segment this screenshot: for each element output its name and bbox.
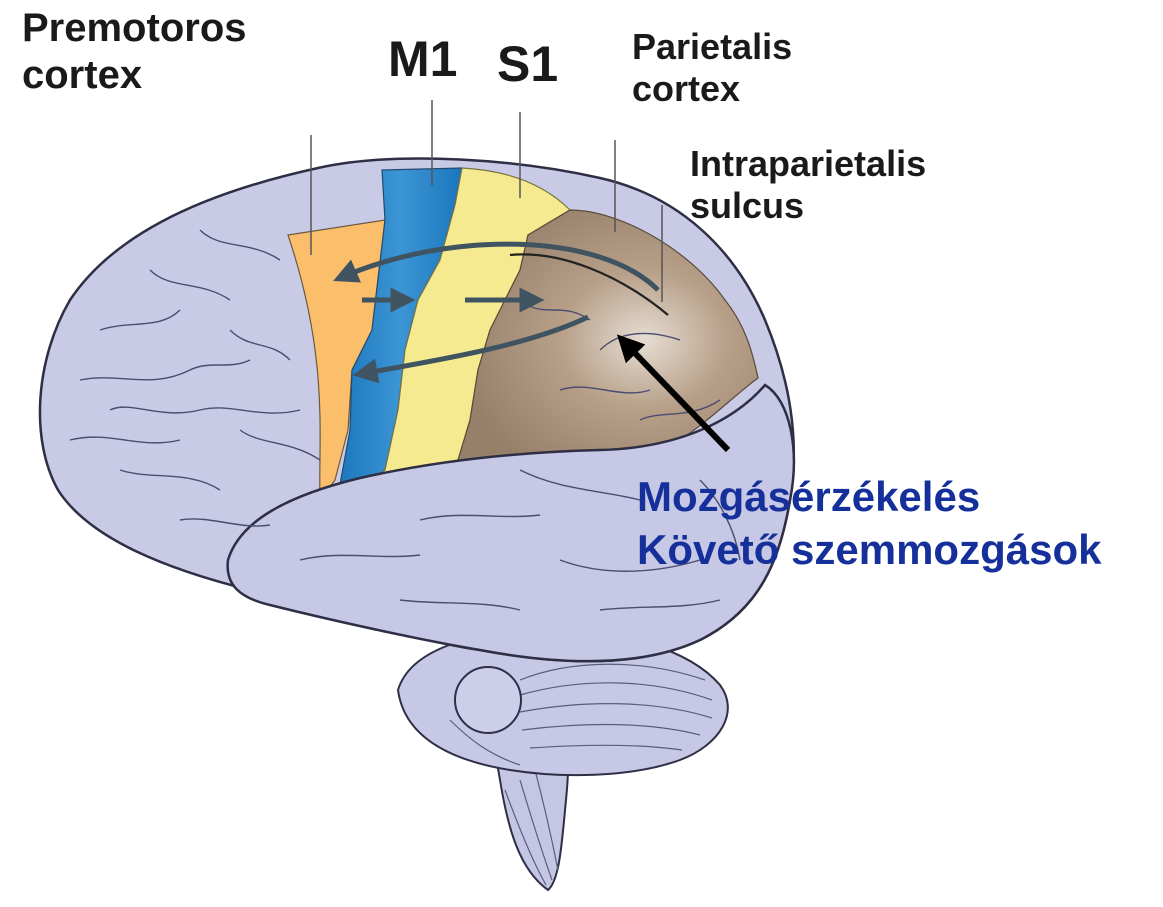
label-premotor-line1: Premotoros bbox=[22, 5, 247, 52]
label-parietal-line1: Parietalis bbox=[632, 26, 792, 68]
pons bbox=[455, 667, 521, 733]
label-intraparietal-sulcus: Intraparietalis sulcus bbox=[690, 143, 926, 228]
label-s1: S1 bbox=[497, 35, 558, 94]
label-ips-line1: Intraparietalis bbox=[690, 143, 926, 185]
label-parietal-line2: cortex bbox=[632, 68, 792, 110]
label-function-line1: Mozgásérzékelés bbox=[637, 470, 1101, 523]
label-ips-line2: sulcus bbox=[690, 185, 926, 227]
label-m1: M1 bbox=[388, 30, 457, 89]
label-function: Mozgásérzékelés Követő szemmozgások bbox=[637, 470, 1101, 577]
label-function-line2: Követő szemmozgások bbox=[637, 523, 1101, 576]
label-premotor-cortex: Premotoros cortex bbox=[22, 5, 247, 99]
label-parietal-cortex: Parietalis cortex bbox=[632, 26, 792, 111]
label-premotor-line2: cortex bbox=[22, 52, 247, 99]
